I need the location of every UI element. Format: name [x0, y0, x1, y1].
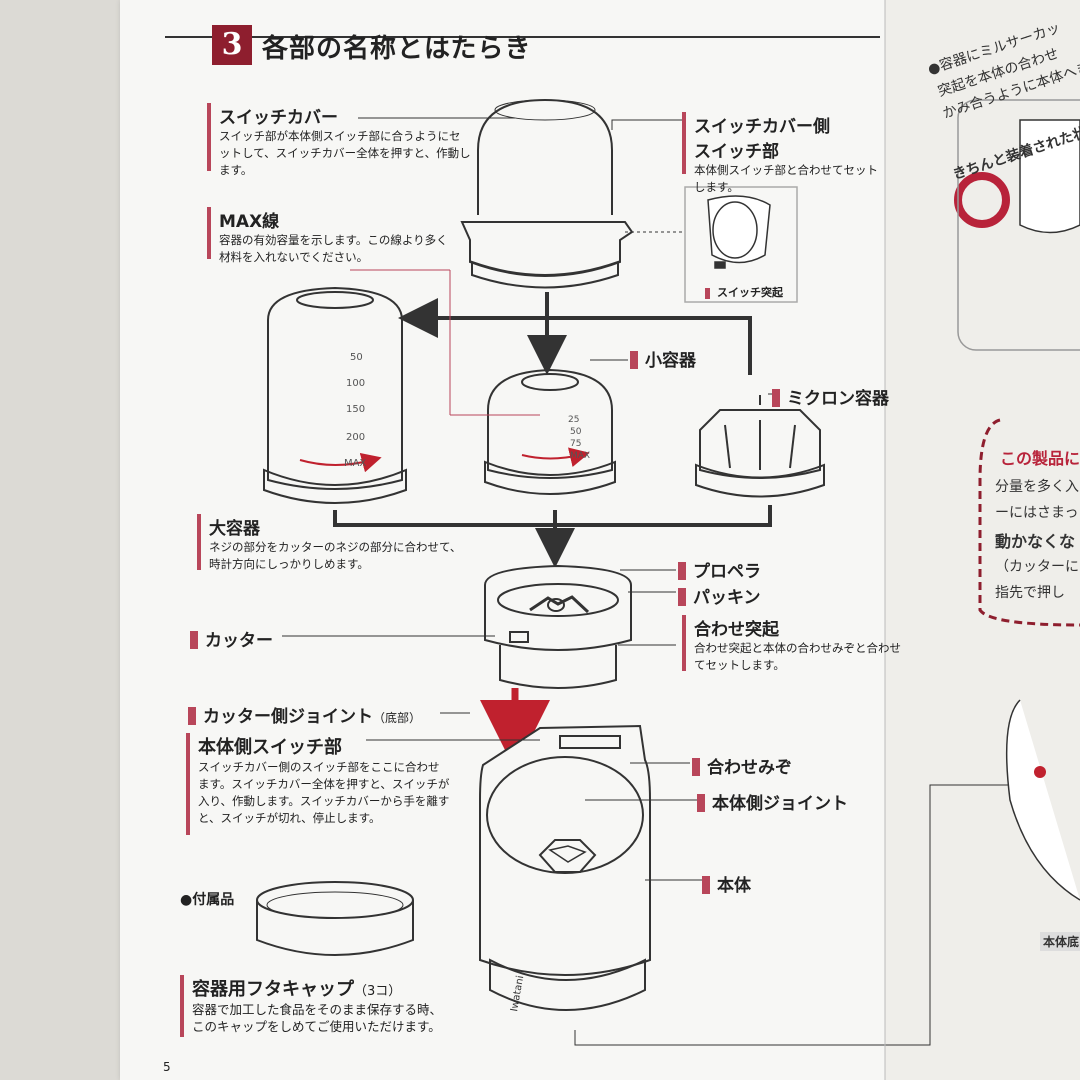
- right-box-line-5: 指先で押し: [995, 585, 1065, 601]
- body-switch-desc-1: スイッチカバー側のスイッチ部をここに合わせ: [198, 760, 440, 774]
- label-small-container: 小容器: [630, 346, 696, 371]
- label-alignment-bump: 合わせ突起 合わせ突起と本体の合わせみぞと合わせ てセットします。: [682, 615, 901, 674]
- max-line-name: MAX線: [219, 212, 280, 232]
- small-container-drawing: [484, 368, 616, 495]
- body-switch-desc-4: と、スイッチが切れ、停止します。: [198, 811, 381, 825]
- cover-switch-desc-2: します。: [694, 180, 739, 194]
- large-scale-100: 100: [346, 378, 365, 389]
- large-container-drawing: [263, 286, 407, 504]
- alignment-bump-desc-1: 合わせ突起と本体の合わせみぞと合わせ: [694, 641, 901, 655]
- label-propeller: プロペラ: [678, 557, 761, 582]
- section-title: 各部の名称とはたらき: [262, 34, 532, 64]
- alignment-bump-desc-2: てセットします。: [694, 658, 785, 672]
- small-scale-50: 50: [570, 427, 582, 437]
- label-switch-cover: スイッチカバー スイッチ部が本体側スイッチ部に合うようにセ ットして、スイッチカ…: [207, 103, 471, 179]
- switch-cover-name: スイッチカバー: [219, 108, 338, 128]
- cover-switch-detail: [684, 186, 798, 303]
- body-switch-desc-2: ます。スイッチカバー全体を押すと、スイッチが: [198, 777, 450, 791]
- label-packing: パッキン: [678, 583, 761, 608]
- large-scale-50: 50: [350, 352, 363, 363]
- title-rule: [165, 36, 880, 38]
- max-line-desc-2: 材料を入れないでください。: [219, 250, 369, 264]
- large-container-desc-2: 時計方向にしっかりしめます。: [209, 557, 369, 571]
- small-scale-25: 25: [568, 415, 579, 425]
- switch-cover-desc-3: ます。: [219, 163, 253, 177]
- cap-desc-2: このキャップをしめてご使用いただけます。: [192, 1019, 441, 1034]
- brand-logo: Iwatani: [509, 975, 526, 1013]
- right-box-line-1: 分量を多く入: [995, 479, 1079, 495]
- switch-cover-desc-1: スイッチ部が本体側スイッチ部に合うようにセ: [219, 129, 461, 143]
- right-box-line-2: ーにはさまっ: [995, 505, 1079, 521]
- max-line-desc-1: 容器の有効容量を示します。この線より多く: [219, 233, 448, 247]
- micron-container-drawing: [695, 395, 825, 498]
- cutter-joint-note: （底部）: [373, 711, 422, 725]
- label-cutter: カッター: [190, 626, 273, 651]
- small-scale-75: 75: [570, 439, 581, 449]
- label-micron-container: ミクロン容器: [772, 384, 889, 409]
- right-box-title: この製品に: [1000, 449, 1080, 468]
- label-body-switch: 本体側スイッチ部 スイッチカバー側のスイッチ部をここに合わせ ます。スイッチカバ…: [186, 733, 449, 835]
- body-drawing: [479, 724, 651, 1011]
- body-switch-desc-3: 入り、作動します。スイッチカバーから手を離す: [198, 794, 450, 808]
- accessory-heading: ●付属品: [180, 892, 235, 908]
- label-alignment-groove: 合わせみぞ: [692, 753, 792, 778]
- large-container-name: 大容器: [209, 519, 260, 539]
- cap-drawing: [256, 881, 414, 956]
- switch-bump-label: スイッチ突起: [705, 284, 783, 300]
- cover-switch-name-2: スイッチ部: [694, 142, 779, 162]
- body-switch-name: 本体側スイッチ部: [198, 737, 342, 758]
- label-body: 本体: [702, 871, 751, 896]
- right-box-line-4: （カッターに: [995, 559, 1079, 575]
- label-large-container: 大容器 ネジの部分をカッターのネジの部分に合わせて、 時計方向にしっかりしめます…: [197, 514, 461, 573]
- cover-switch-desc-1: 本体側スイッチ部と合わせてセット: [694, 163, 878, 177]
- right-box-line-3: 動かなくな: [995, 532, 1076, 551]
- switch-cover-drawing: [460, 98, 634, 289]
- label-max-line: MAX線 容器の有効容量を示します。この線より多く 材料を入れないでください。: [207, 207, 448, 266]
- label-cover-switch: スイッチカバー側 スイッチ部 本体側スイッチ部と合わせてセット します。: [682, 112, 878, 196]
- label-cap: 容器用フタキャップ（3コ） 容器で加工した食品をそのまま保存する時、 このキャッ…: [180, 975, 442, 1037]
- large-scale-max: MAX: [344, 458, 366, 469]
- cover-switch-name-1: スイッチカバー側: [694, 117, 830, 137]
- large-container-desc-1: ネジの部分をカッターのネジの部分に合わせて、: [209, 540, 462, 554]
- cap-note: （3コ）: [354, 984, 402, 999]
- label-cutter-joint: カッター側ジョイント（底部）: [188, 702, 421, 727]
- alignment-bump-name: 合わせ突起: [694, 620, 779, 640]
- cutter-drawing: [484, 564, 632, 689]
- section-number: 3: [212, 25, 252, 65]
- right-caption: 本体底: [1040, 932, 1080, 951]
- cap-name: 容器用フタキャップ: [192, 979, 354, 1000]
- label-body-joint: 本体側ジョイント: [697, 789, 848, 814]
- switch-cover-desc-2: ットして、スイッチカバー全体を押すと、作動し: [219, 146, 471, 160]
- cap-desc-1: 容器で加工した食品をそのまま保存する時、: [192, 1002, 443, 1017]
- large-scale-150: 150: [346, 404, 365, 415]
- previous-page-edge: [0, 0, 120, 1080]
- page-number: 5: [163, 1060, 171, 1074]
- large-scale-200: 200: [346, 432, 365, 443]
- small-scale-max: MAX: [570, 451, 590, 461]
